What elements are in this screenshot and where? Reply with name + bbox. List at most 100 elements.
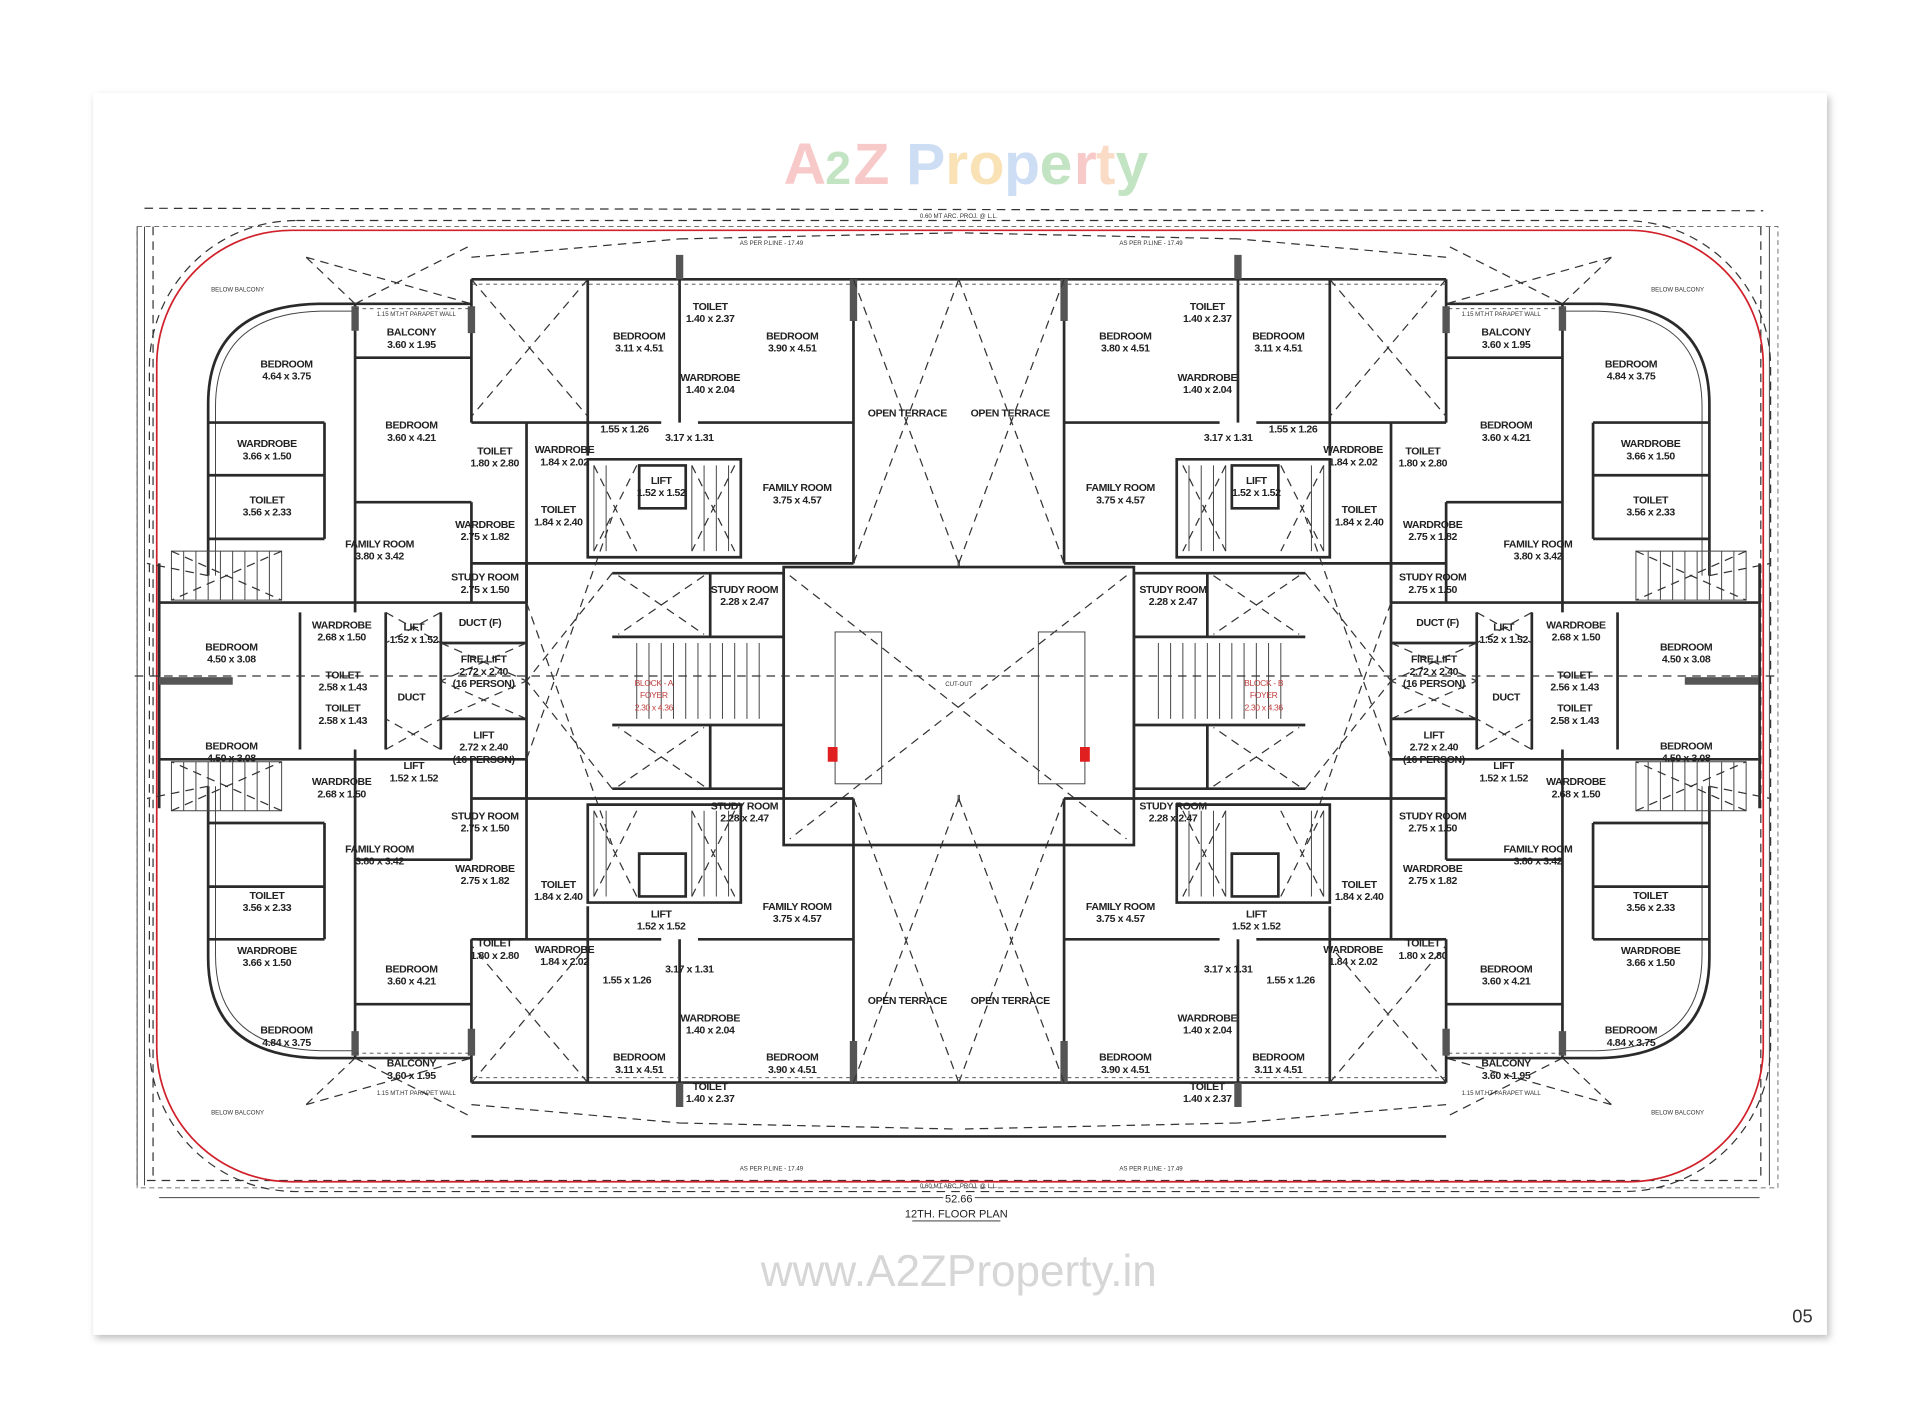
room-name: BLOCK - A <box>635 678 674 688</box>
room-name: BALCONY <box>1481 327 1531 339</box>
svg-text:r: r <box>945 132 968 197</box>
room-dimensions: 3.90 x 4.51 <box>1101 1064 1150 1076</box>
room-name: DUCT <box>1492 692 1521 704</box>
room-name: WARDROBE <box>312 619 372 631</box>
room-name: TOILET <box>1190 1081 1226 1093</box>
room-name: STUDY ROOM <box>1399 572 1467 584</box>
parapet-note: 1.15 MT.HT PARAPET WALL <box>377 311 457 318</box>
room-dimensions: 1.52 x 1.52 <box>1232 921 1281 933</box>
room-name: WARDROBE <box>237 438 297 450</box>
room-label: 1.55 x 1.26 <box>1266 974 1315 986</box>
room-dimensions: 1.40 x 2.04 <box>1183 1025 1232 1037</box>
room-name: WARDROBE <box>1403 863 1463 875</box>
room-note: 2.30 x 4.36 <box>1245 702 1284 712</box>
room-dimensions: 3.80 x 4.51 <box>1101 343 1150 355</box>
room-name: TOILET <box>1633 494 1669 506</box>
pline-note: AS PER P.LINE - 17.49 <box>740 1166 804 1173</box>
room-name: LIFT <box>404 622 426 634</box>
room-name: FAMILY ROOM <box>345 538 415 550</box>
projection-note: 0.60 MT ARC. PROJ. @ L.L. <box>920 1183 998 1190</box>
room-label: 3.17 x 1.31 <box>1204 963 1253 975</box>
room-dimensions: 4.50 x 3.08 <box>207 753 256 765</box>
room-dimensions: 1.40 x 2.37 <box>1183 313 1232 325</box>
room-label: DUCT (F) <box>1416 617 1459 629</box>
room-dimensions: FOYER <box>1250 690 1278 700</box>
room-dimensions: 3.80 x 3.42 <box>355 856 404 868</box>
room-name: BEDROOM <box>205 741 258 753</box>
room-name: OPEN TERRACE <box>868 407 947 419</box>
room-name: WARDROBE <box>455 519 515 531</box>
room-label: 1.55 x 1.26 <box>1269 423 1318 435</box>
room-name: LIFT <box>1246 475 1268 487</box>
room-label: 3.17 x 1.31 <box>665 963 714 975</box>
below-balcony-note: BELOW BALCONY <box>1651 287 1704 294</box>
svg-text:t: t <box>1096 132 1116 197</box>
room-name: LIFT <box>473 729 495 741</box>
room-name: TOILET <box>1342 504 1378 516</box>
page-sheet <box>93 93 1827 1335</box>
room-dimensions: 1.52 x 1.52 <box>637 921 686 933</box>
svg-text:2: 2 <box>825 142 851 194</box>
room-dimensions: 2.72 x 2.40 <box>1410 666 1459 678</box>
room-name: WARDROBE <box>237 945 297 957</box>
room-dimensions: 3.75 x 4.57 <box>1096 913 1145 925</box>
room-name: BALCONY <box>1481 1058 1531 1070</box>
room-dimensions: 1.52 x 1.52 <box>390 772 439 784</box>
room-dimensions: 4.84 x 3.75 <box>1607 1037 1656 1049</box>
below-balcony-note: BELOW BALCONY <box>211 287 264 294</box>
page-number: 05 <box>1792 1306 1812 1327</box>
projection-outline <box>148 219 1772 1193</box>
svg-text:p: p <box>1004 132 1040 197</box>
room-name: WARDROBE <box>1621 945 1681 957</box>
room-dimensions: 2.75 x 1.82 <box>1408 875 1457 887</box>
drawing-title: 12TH. FLOOR PLAN <box>905 1208 1008 1220</box>
room-name: FAMILY ROOM <box>1086 482 1156 494</box>
room-dimensions: 4.50 x 3.08 <box>207 654 256 666</box>
room-dimensions: 2.68 x 1.50 <box>317 788 366 800</box>
room-note: (16 PERSON) <box>1403 678 1465 690</box>
room-name: DUCT (F) <box>1416 617 1459 629</box>
room-name: TOILET <box>249 890 285 902</box>
room-dimensions: 1.52 x 1.52 <box>1479 634 1528 646</box>
room-dimensions: 3.90 x 4.51 <box>768 343 817 355</box>
room-name: OPEN TERRACE <box>971 995 1050 1007</box>
room-label: DUCT <box>1492 692 1521 704</box>
room-dimensions: 3.11 x 4.51 <box>1254 343 1303 355</box>
room-dimensions: 1.84 x 2.40 <box>1335 516 1384 528</box>
room-name: OPEN TERRACE <box>868 995 947 1007</box>
room-name: TOILET <box>1557 669 1593 681</box>
room-name: FIRE LIFT <box>461 654 508 666</box>
room-dimensions: 2.28 x 2.47 <box>1149 813 1198 825</box>
central-cutout: CUT-OUT <box>134 565 1776 847</box>
room-name: BEDROOM <box>1660 641 1713 653</box>
room-name: WARDROBE <box>1178 1012 1238 1024</box>
room-dimensions: 1.40 x 2.04 <box>686 1025 735 1037</box>
room-name: FAMILY ROOM <box>1503 843 1573 855</box>
room-dimensions: 1.52 x 1.52 <box>1479 772 1528 784</box>
svg-text:y: y <box>1116 132 1149 197</box>
room-dimensions: 2.75 x 1.50 <box>461 823 510 835</box>
